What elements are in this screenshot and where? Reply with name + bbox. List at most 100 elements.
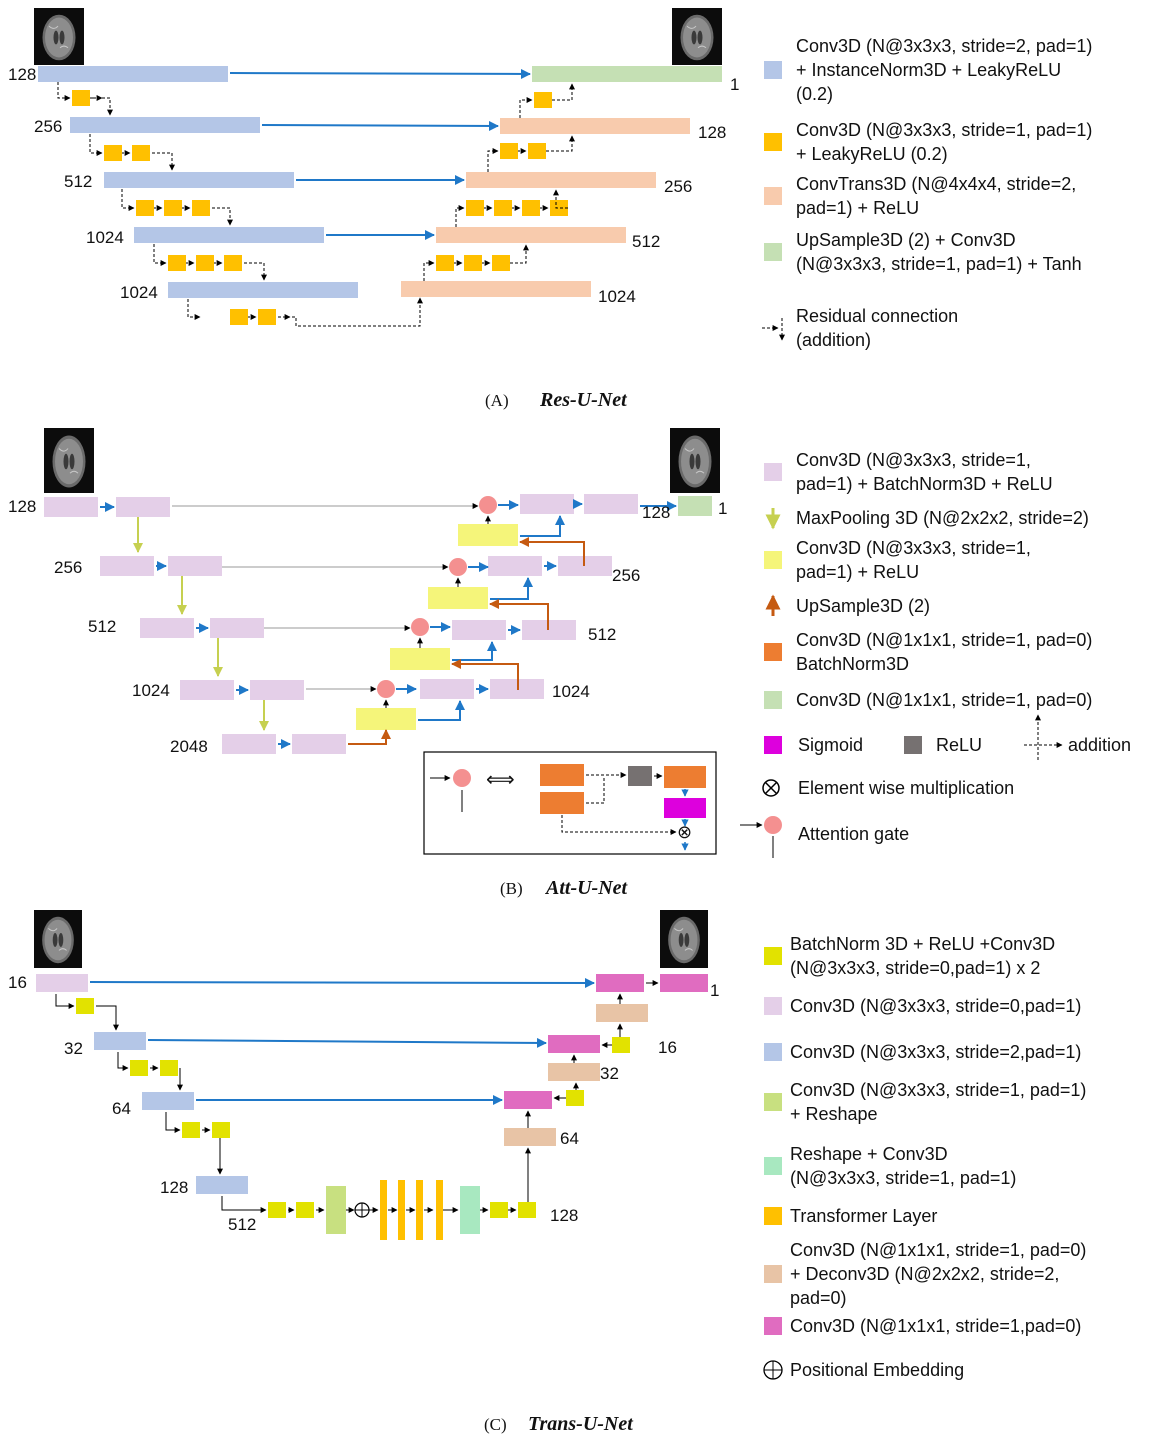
legend-text: Conv3D (N@3x3x3, stride=1, [796,538,1031,558]
reshape-block [326,1186,346,1234]
channel-label: 1 [730,75,739,94]
attention-gate-icon [453,769,471,787]
connector [221,1196,267,1213]
residual-connection [553,189,568,209]
legend-text: (N@3x3x3, stride=1, pad=1) [790,1168,1016,1188]
legend-text: Reshape + Conv3D [790,1144,948,1164]
legend-text: BatchNorm 3D + ReLU +Conv3D [790,934,1055,954]
residual-connection [519,97,533,118]
legend-swatch-pale-yellow [764,551,782,569]
residual-conv-block [164,200,182,216]
channel-label: 1024 [120,283,158,302]
mri-thumbnail [672,8,722,65]
attention-gate-detail: ⟺⊗ [423,751,717,855]
mri-folds [684,448,705,474]
mri-folds [48,928,67,951]
conv-block [140,618,194,638]
legend-res-u-net: Conv3D (N@3x3x3, stride=2, pad=1)+ Insta… [762,36,1092,350]
encoder-block [142,1092,194,1110]
deconv-block [548,1063,600,1081]
caption-title: Res-U-Net [539,389,628,411]
legend-item: Attention gate [740,816,909,858]
channel-label: 256 [34,117,62,136]
legend-text: (N@3x3x3, stride=0,pad=1) x 2 [790,958,1040,978]
legend-att-u-net: Conv3D (N@3x3x3, stride=1,pad=1) + Batch… [740,450,1131,858]
encoder-block [38,66,228,82]
channel-label: 256 [612,566,640,585]
legend-text: + LeakyReLU (0.2) [796,144,948,164]
legend-text: + Reshape [790,1104,878,1124]
channel-label: 512 [88,617,116,636]
mri-thumbnail [44,428,94,493]
residual-conv-block [136,200,154,216]
output-block [678,496,712,516]
connector [96,1005,119,1031]
transformer-layer [398,1180,405,1240]
residual-connection [552,83,575,101]
channel-label: 1024 [132,681,170,700]
legend-item: ConvTrans3D (N@4x4x4, stride=2,pad=1) + … [764,174,1076,218]
conv-block [452,620,506,640]
channel-label: 128 [8,497,36,516]
upsample-arrow [348,729,391,745]
encoder-block [70,117,260,133]
mri-thumbnail [660,910,708,968]
legend-text: Conv3D (N@1x1x1, stride=1, pad=0) [796,630,1092,650]
upconv-block [428,587,488,609]
residual-connection [487,148,499,172]
conv1x1-block [548,1035,600,1053]
legend-item: Conv3D (N@3x3x3, stride=2, pad=1)+ Insta… [764,36,1092,104]
legend-text: ConvTrans3D (N@4x4x4, stride=2, [796,174,1076,194]
residual-conv-block [196,255,214,271]
conv-norm-block [540,792,584,814]
channel-label: 128 [642,503,670,522]
forward-arrow [452,641,497,661]
channel-label: 128 [698,123,726,142]
reshape-conv-block [460,1186,480,1234]
encoder-block [104,172,294,188]
res-conv-block [212,1122,230,1138]
legend-swatch-blue [764,1043,782,1061]
mri-ventricle [684,933,690,947]
residual-connection [187,299,201,320]
skip-arrow [147,1037,547,1048]
legend-item: Residual connection(addition) [762,306,958,350]
residual-connection [152,152,175,171]
mri-ventricle [52,933,58,947]
residual-conv-block [528,143,546,159]
channel-label: 512 [588,625,616,644]
legend-item: BatchNorm 3D + ReLU +Conv3D (N@3x3x3, str… [764,934,1055,978]
encoder-block [94,1032,146,1050]
legend-item: Conv3D (N@1x1x1, stride=1,pad=0) [764,1316,1081,1336]
forward-arrow [490,577,533,600]
legend-item: Element wise multiplication [762,778,1014,798]
legend-swatch-yellow [764,1207,782,1225]
residual-connection [510,244,529,264]
legend-text: + InstanceNorm3D + LeakyReLU [796,60,1061,80]
upconv-block [356,708,416,730]
channel-label: 256 [664,177,692,196]
residual-connection [455,205,465,227]
mri-ventricle [58,933,64,947]
legend-swatch-tan [764,1265,782,1283]
residual-connection [57,82,71,101]
legend-text: (addition) [796,330,871,350]
legend-text: + Deconv3D (N@2x2x2, stride=2, [790,1264,1059,1284]
decoder-block [466,172,656,188]
mri-ventricle [69,453,75,470]
channel-label: 2048 [170,737,208,756]
legend-swatch-green [764,691,782,709]
res-conv-block [566,1090,584,1106]
legend-text: Conv3D (N@1x1x1, stride=1,pad=0) [790,1316,1081,1336]
connector [117,1052,129,1071]
residual-conv-block [224,255,242,271]
legend-text: Element wise multiplication [798,778,1014,798]
residual-conv-block [230,309,248,325]
caption-prefix: (C) [484,1415,507,1434]
legend-item: Positional Embedding [763,1360,964,1380]
conv-block [250,680,304,700]
res-conv-block [182,1122,200,1138]
residual-conv-block [522,200,540,216]
